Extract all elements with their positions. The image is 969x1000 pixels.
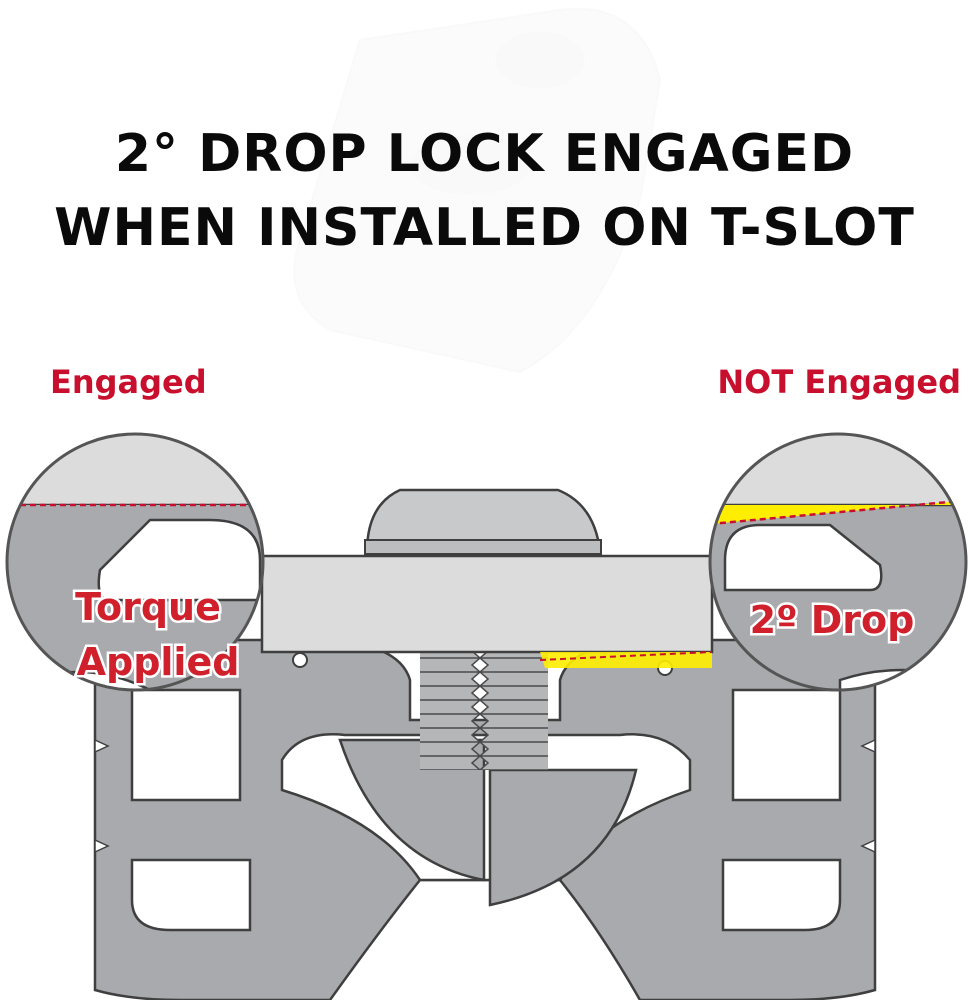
torque-callout-line1: Torque [75, 585, 221, 629]
bolt-icon [364, 488, 602, 770]
headline-line-2: WHEN INSTALLED ON T-SLOT [54, 198, 915, 258]
engaged-label: Engaged [50, 363, 207, 401]
t-nut-icon [338, 738, 638, 907]
engaged-detail-circle [5, 432, 265, 692]
headline-line-1: 2° DROP LOCK ENGAGED [114, 124, 855, 184]
not-engaged-label: NOT Engaged [717, 363, 961, 401]
t-nut-watermark-icon [293, 7, 662, 374]
drop-callout: 2º Drop [750, 598, 915, 642]
torque-callout-line2: Applied [77, 640, 240, 684]
mounting-plate [260, 554, 714, 668]
